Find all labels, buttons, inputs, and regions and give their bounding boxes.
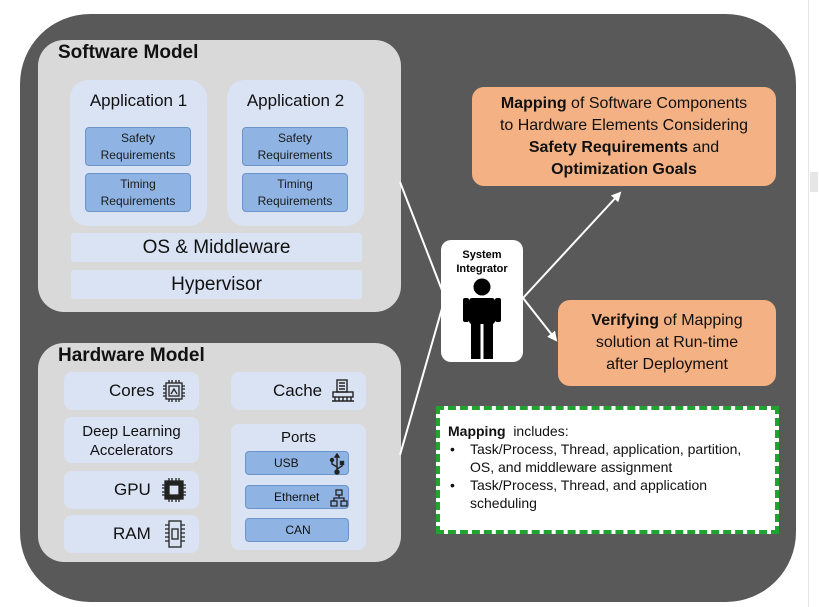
mapping-goal-box: Mapping of Software Components to Hardwa… xyxy=(472,87,776,186)
mapping-goal-line2: to Hardware Elements Considering xyxy=(499,117,749,134)
deep-learning-accelerators-label: Deep Learning Accelerators xyxy=(82,423,181,459)
hypervisor-bar: Hypervisor xyxy=(71,270,362,299)
system-integrator-label-line1: System xyxy=(462,249,502,261)
ethernet-icon xyxy=(330,489,348,507)
ram-box: RAM xyxy=(64,515,199,553)
integrator-to-verifying-arrow xyxy=(522,297,558,342)
mapping-goal-line4: Optimization Goals xyxy=(472,159,776,181)
usb-port: USB xyxy=(245,451,349,475)
gpu-icon xyxy=(161,477,187,503)
verifying-text1: of Mapping xyxy=(658,312,743,329)
mapping-goal-bold1: Mapping xyxy=(500,95,567,112)
mapping-goal-line3: Safety Requirements and xyxy=(472,137,776,159)
application-1-title: Application 1 xyxy=(89,91,188,110)
app1-timing-requirements: Timing Requirements xyxy=(85,173,191,212)
mapping-goal-text1: of Software Components xyxy=(566,95,748,112)
gpu-label: GPU xyxy=(114,480,151,499)
system-integrator-box: System Integrator xyxy=(441,240,523,362)
mapping-includes-item-2: • Task/Process, Thread, and application … xyxy=(448,476,767,512)
can-port: CAN xyxy=(245,518,349,542)
verifying-bold: Verifying xyxy=(591,312,659,329)
mapping-goal-line1: Mapping of Software Components xyxy=(472,93,776,115)
ethernet-port: Ethernet xyxy=(245,485,349,509)
bullet-2: • xyxy=(450,477,455,493)
person-icon xyxy=(461,278,503,360)
page-edge-marker xyxy=(810,172,818,192)
system-integrator-label-line2: Integrator xyxy=(456,263,508,275)
deep-learning-accelerators-box: Deep Learning Accelerators xyxy=(64,417,199,463)
page-edge-line xyxy=(808,0,809,607)
can-label: CAN xyxy=(285,523,311,537)
os-middleware-bar: OS & Middleware xyxy=(71,233,362,262)
ports-title: Ports xyxy=(280,429,316,446)
mapping-includes-bold: Mapping xyxy=(448,423,506,439)
verifying-line1: Verifying of Mapping xyxy=(558,310,776,332)
verifying-box: Verifying of Mapping solution at Run-tim… xyxy=(558,300,776,386)
app1-safety-requirements: Safety Requirements xyxy=(85,127,191,166)
gpu-box: GPU xyxy=(64,471,199,509)
mapping-goal-text3: and xyxy=(688,139,720,156)
cores-label: Cores xyxy=(109,381,155,400)
mapping-includes-item-1: • Task/Process, Thread, application, par… xyxy=(448,440,767,476)
mapping-goal-bold2: Safety Requirements xyxy=(528,139,689,156)
integrator-to-mapping-arrow xyxy=(522,191,622,299)
hardware-to-integrator-line xyxy=(399,297,446,456)
cores-box: Cores xyxy=(64,372,199,410)
mapping-includes-rest: includes: xyxy=(505,423,569,439)
mapping-goal-bold3: Optimization Goals xyxy=(551,161,697,178)
software-model-title: Software Model xyxy=(58,42,199,63)
app2-safety-requirements: Safety Requirements xyxy=(242,127,348,166)
software-to-integrator-line xyxy=(399,181,446,299)
ram-label: RAM xyxy=(113,524,151,543)
ram-icon xyxy=(163,519,187,549)
verifying-line3: after Deployment xyxy=(606,356,728,373)
app2-timing-requirements: Timing Requirements xyxy=(242,173,348,212)
application-2-title: Application 2 xyxy=(246,91,345,110)
bullet-1: • xyxy=(450,441,455,457)
verifying-line2: solution at Run-time xyxy=(595,334,739,351)
hardware-model-title: Hardware Model xyxy=(58,345,205,366)
mapping-includes-box: Mapping includes: • Task/Process, Thread… xyxy=(436,406,779,534)
mapping-includes-item-2-text: Task/Process, Thread, and application sc… xyxy=(470,477,708,511)
cache-label: Cache xyxy=(273,381,323,400)
mapping-includes-title: Mapping includes: xyxy=(448,422,767,440)
usb-icon xyxy=(329,453,345,475)
ethernet-label: Ethernet xyxy=(274,490,320,504)
cache-box: Cache xyxy=(231,372,366,410)
cache-icon xyxy=(330,378,356,404)
cpu-chip-icon xyxy=(161,378,187,404)
usb-label: USB xyxy=(274,456,299,470)
mapping-includes-item-1-text: Task/Process, Thread, application, parti… xyxy=(470,441,742,475)
